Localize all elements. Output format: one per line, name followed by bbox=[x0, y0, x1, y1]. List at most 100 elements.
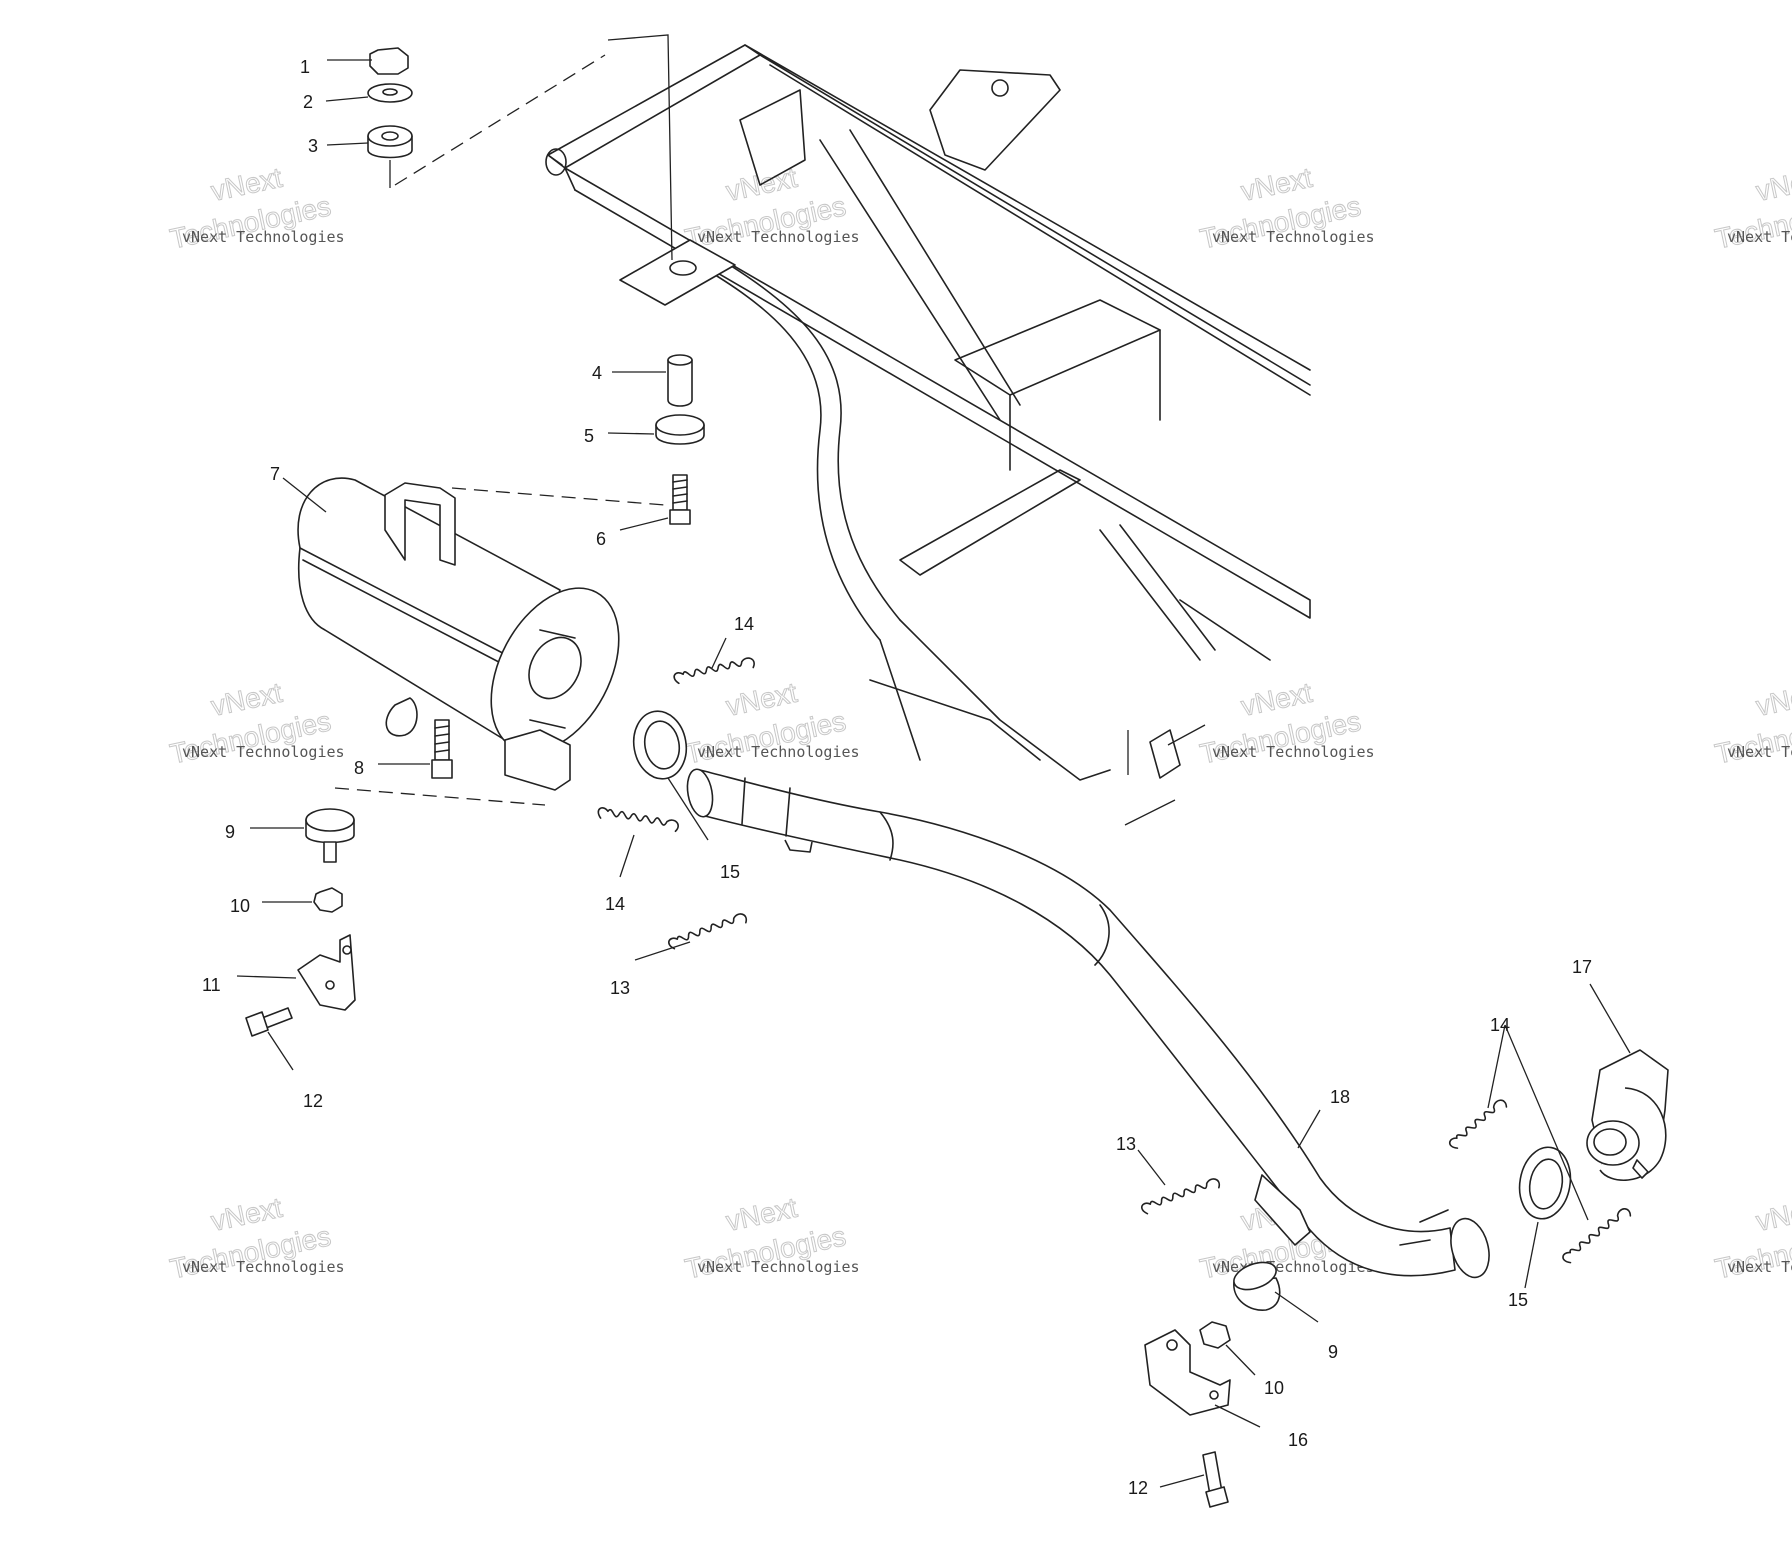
part-spring-13-right bbox=[1141, 1178, 1221, 1215]
part-nut-10-right bbox=[1199, 1321, 1231, 1349]
watermark-arc-text: vNext bbox=[723, 1192, 800, 1237]
bracket-icon bbox=[1144, 1329, 1231, 1416]
grommet-icon bbox=[305, 808, 355, 832]
callout-15-left: 15 bbox=[720, 862, 740, 882]
callout-16: 16 bbox=[1288, 1430, 1308, 1450]
part-muffler-7 bbox=[297, 477, 620, 791]
callout-8: 8 bbox=[354, 758, 364, 778]
grommet-icon bbox=[1233, 1261, 1277, 1291]
watermark: Technologies vNext vNext Technologies bbox=[1712, 1191, 1792, 1285]
bolt-thread bbox=[672, 479, 688, 504]
watermark: Technologies vNext vNext Technologies bbox=[682, 676, 860, 770]
callout-9-left: 9 bbox=[225, 822, 235, 842]
frame-cross-member-legs bbox=[1009, 329, 1161, 471]
watermark: Technologies vNext vNext Technologies bbox=[167, 676, 345, 770]
watermark: Technologies vNext vNext Technologies bbox=[167, 161, 345, 255]
spacer-icon bbox=[667, 354, 693, 366]
callout-14-top: 14 bbox=[734, 614, 754, 634]
watermark-arc-text: vNext bbox=[1753, 1192, 1792, 1237]
watermark: Technologies vNext vNext Technologies bbox=[1197, 161, 1375, 255]
watermark-arc-text: vNext bbox=[723, 677, 800, 722]
watermark: Technologies vNext vNext Technologies bbox=[167, 1191, 345, 1285]
watermark-small-text: vNext Technologies bbox=[182, 743, 345, 761]
leader-13-left bbox=[634, 941, 691, 961]
part-grommet-5 bbox=[655, 414, 705, 445]
mount-line-1-3 bbox=[394, 54, 606, 186]
head-pipe-mount-plate bbox=[1254, 1174, 1311, 1246]
callout-9-right: 9 bbox=[1328, 1342, 1338, 1362]
callout-14-right: 14 bbox=[1490, 1015, 1510, 1035]
leader-lines bbox=[236, 59, 1631, 1488]
watermark-small-text: vNext Technologies bbox=[182, 1258, 345, 1276]
watermark: Technologies vNext vNext Technologies bbox=[682, 1191, 860, 1285]
leader-3 bbox=[326, 142, 369, 146]
watermark-arc-text: vNext bbox=[208, 677, 285, 722]
frame-skid-rail bbox=[899, 469, 1081, 576]
bolt-icon bbox=[1205, 1486, 1229, 1508]
watermark-small-text: vNext Technologies bbox=[1212, 228, 1375, 246]
bolt-icon bbox=[245, 1011, 269, 1037]
frame-muffler-bracket bbox=[619, 239, 736, 306]
frame-muffler-bracket-hole bbox=[669, 260, 697, 276]
part-spring-14-right-upper bbox=[1448, 1099, 1508, 1149]
bracket-hole bbox=[1209, 1390, 1219, 1400]
callout-12-right: 12 bbox=[1128, 1478, 1148, 1498]
washer-hole bbox=[382, 88, 398, 96]
watermark-small-text: vNext Technologies bbox=[1727, 228, 1792, 246]
frame-small-bracket bbox=[1149, 729, 1181, 779]
leader-12-left bbox=[267, 1031, 294, 1071]
callout-18: 18 bbox=[1330, 1087, 1350, 1107]
nut-icon bbox=[1199, 1321, 1231, 1349]
leader-15-left bbox=[667, 777, 709, 841]
watermark: Technologies vNext vNext Technologies bbox=[1197, 676, 1375, 770]
frame-rail-edge bbox=[547, 154, 576, 191]
frame-lower-bracket bbox=[869, 679, 1041, 761]
spring-icon bbox=[668, 913, 748, 950]
watermark-small-text: vNext Technologies bbox=[697, 1258, 860, 1276]
grommet-stem bbox=[323, 841, 337, 863]
flange-outlet-inner bbox=[1593, 1128, 1627, 1156]
frame-cross-member bbox=[954, 299, 1161, 396]
watermark-arc-text: vNext bbox=[1753, 162, 1792, 207]
part-exhaust-flange-17 bbox=[1586, 1049, 1669, 1181]
bolt-icon bbox=[431, 759, 453, 779]
gasket-inner bbox=[1528, 1158, 1564, 1210]
mounting-lines bbox=[334, 34, 1206, 826]
vehicle-frame bbox=[545, 44, 1311, 781]
gasket-icon bbox=[632, 710, 688, 780]
head-pipe-inlet bbox=[686, 768, 714, 818]
bracket-hole bbox=[342, 945, 352, 955]
watermark-arc-text: vNext bbox=[1238, 677, 1315, 722]
muffler-lower-bracket bbox=[504, 729, 571, 791]
part-spring-14-upper bbox=[673, 657, 755, 685]
frame-lower-tube-inner bbox=[704, 249, 901, 621]
callout-14-bottom: 14 bbox=[605, 894, 625, 914]
watermark-arc-text: vNext bbox=[208, 162, 285, 207]
grommet-icon bbox=[655, 414, 705, 436]
leader-11 bbox=[236, 975, 297, 979]
callout-6: 6 bbox=[596, 529, 606, 549]
part-nut-1 bbox=[369, 47, 409, 75]
grommet-icon bbox=[367, 125, 413, 147]
part-bolt-12-right bbox=[1202, 1451, 1229, 1508]
frame-rear-rail bbox=[1099, 524, 1271, 661]
leader-10-right bbox=[1225, 1344, 1256, 1376]
callout-3: 3 bbox=[308, 136, 318, 156]
watermark: Technologies vNext vNext Technologies bbox=[1712, 676, 1792, 770]
watermark-arc-text: vNext bbox=[1753, 677, 1792, 722]
spring-icon bbox=[673, 657, 755, 685]
frame-right-rail bbox=[744, 44, 1311, 396]
spring-icon bbox=[1141, 1178, 1221, 1215]
muffler-end-slots bbox=[529, 629, 576, 729]
callout-10-right: 10 bbox=[1264, 1378, 1284, 1398]
spring-icon bbox=[1562, 1208, 1632, 1264]
frame-upper-mount bbox=[929, 69, 1061, 171]
watermark-small-text: vNext Technologies bbox=[1727, 743, 1792, 761]
part-spring-13-left bbox=[668, 913, 748, 950]
callout-5: 5 bbox=[584, 426, 594, 446]
callout-10-left: 10 bbox=[230, 896, 250, 916]
head-pipe-spring-hook bbox=[784, 839, 813, 853]
washer-icon bbox=[367, 83, 413, 103]
frame-diagonal-brace bbox=[819, 129, 1021, 421]
